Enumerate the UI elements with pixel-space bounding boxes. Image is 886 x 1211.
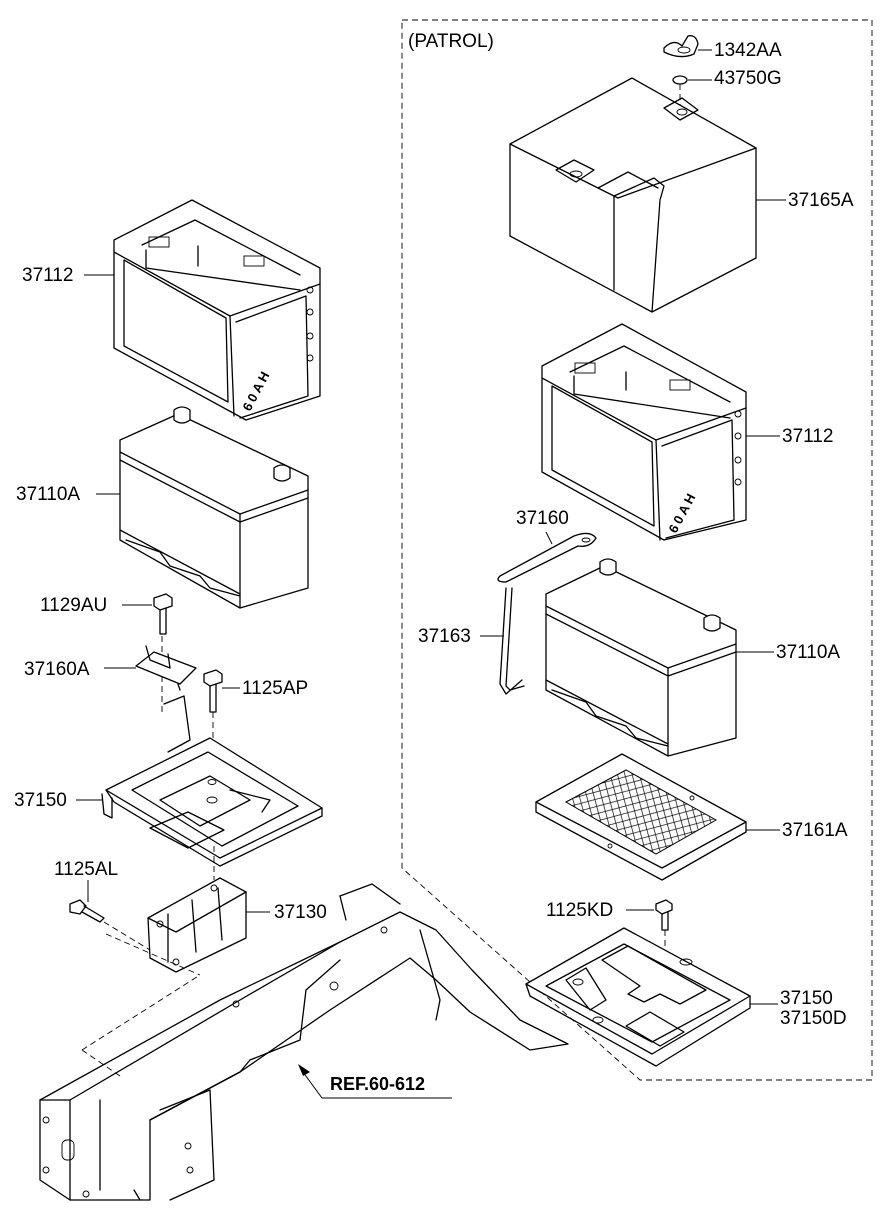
label-left-37110a: 37110A [16, 484, 80, 505]
battery-tray-left [101, 695, 323, 867]
bolt-1125al [69, 899, 105, 923]
label-37163: 37163 [418, 626, 471, 647]
label-1125al: 1125AL [54, 859, 118, 880]
label-right-37150: 37150 [780, 988, 833, 1009]
bolt-1129au [153, 593, 173, 635]
label-43750g: 43750G [714, 68, 782, 89]
clamp-37160a [135, 645, 197, 691]
label-37160a: 37160A [24, 659, 90, 680]
battery-tray-right [525, 927, 751, 1067]
ref-arrow-icon [298, 1064, 310, 1076]
label-1342aa: 1342AA [714, 40, 782, 61]
label-37150d: 37150D [780, 1008, 847, 1029]
bolt-1125kd [655, 899, 673, 931]
patrol-group-border [401, 19, 873, 1081]
label-1125ap: 1125AP [242, 678, 308, 699]
washer-43750g [672, 75, 688, 85]
battery-cover-37165a [509, 77, 757, 313]
bolt-1125ap [203, 669, 223, 713]
vehicle-frame [39, 883, 569, 1201]
label-right-37110a: 37110A [776, 642, 840, 663]
label-1125kd: 1125KD [546, 900, 613, 921]
label-37165a: 37165A [788, 190, 854, 211]
rod-37163 [499, 587, 525, 695]
label-37130: 37130 [274, 902, 327, 923]
label-37161a: 37161A [782, 820, 848, 841]
battery-tray-box-left [113, 199, 321, 421]
battery-tray-box-right [541, 323, 747, 541]
label-37160: 37160 [516, 508, 569, 529]
label-1129au: 1129AU [40, 595, 107, 616]
label-right-37112: 37112 [782, 426, 833, 447]
bracket-37130 [147, 877, 247, 973]
wing-nut-1342aa [663, 35, 699, 58]
patrol-group-label: (PATROL) [408, 31, 494, 52]
ref-label[interactable]: REF.60-612 [330, 1074, 425, 1094]
battery-right [545, 558, 737, 757]
battery-mat-37161a [535, 753, 747, 881]
label-left-37112: 37112 [22, 265, 73, 286]
battery-left [119, 406, 309, 609]
label-left-37150: 37150 [14, 790, 67, 811]
clamp-rod-37160 [497, 532, 597, 583]
